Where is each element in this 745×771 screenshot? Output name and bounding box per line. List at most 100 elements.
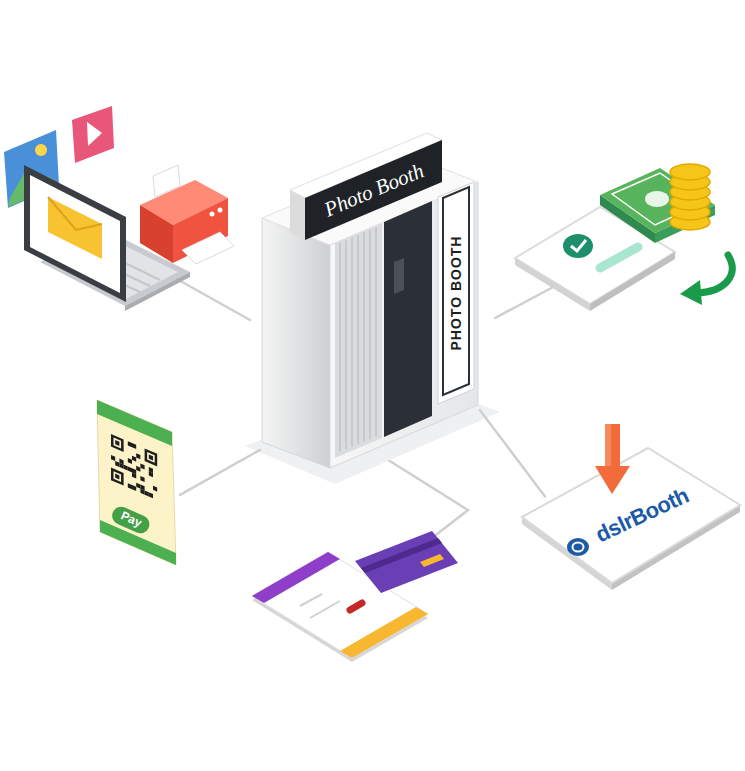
- photo-booth-illustration: [245, 133, 500, 484]
- qr-code: [111, 468, 124, 486]
- leader-lines: [385, 458, 468, 538]
- card-payment-icon: [252, 552, 340, 603]
- qr-code: [111, 434, 124, 452]
- dslrbooth-tablet: dslrBooth: [545, 444, 742, 590]
- qr-code: [149, 471, 153, 477]
- qr-code: [115, 474, 119, 480]
- printer-icon: [210, 212, 215, 217]
- curtain-fold: [375, 227, 377, 436]
- curtain-folds: [340, 227, 376, 451]
- download-arrow-icon: [595, 466, 630, 494]
- video-icon: [87, 122, 102, 146]
- card-payment-icon: [252, 531, 458, 662]
- card-payment-icon: [340, 607, 428, 658]
- phone-payment-icon: [600, 247, 638, 268]
- qr-code: [132, 485, 136, 491]
- laptop-icon: [30, 175, 120, 293]
- qr-code: [114, 471, 122, 482]
- qr-code: [145, 448, 158, 466]
- qr-code: [132, 456, 136, 462]
- qr-code: [140, 489, 144, 495]
- return-arrow-icon: [696, 255, 732, 293]
- laptop-icon: [24, 165, 190, 311]
- photo-booth-illustration: [262, 218, 330, 468]
- booth-panel-text: PHOTO BOOTH: [448, 236, 464, 351]
- photo-booth-illustration: [384, 201, 432, 437]
- qr-code: [119, 463, 123, 469]
- phone-payment-icon: [515, 258, 590, 311]
- money-stack-icon: [600, 164, 715, 243]
- qr-code: [149, 454, 153, 460]
- photo-booth-illustration: [290, 190, 305, 240]
- card-face: [97, 400, 176, 565]
- qr-code: [136, 453, 140, 459]
- qr-code: [128, 441, 132, 447]
- qr-code: [128, 466, 132, 472]
- curtain-fold: [339, 243, 341, 452]
- qr-code: [136, 466, 140, 472]
- qr-code: [115, 440, 119, 446]
- qr-code: [114, 438, 122, 449]
- qr-code: [153, 486, 157, 492]
- laptop-icon: [48, 197, 102, 259]
- leader-lines: [495, 286, 555, 318]
- phone-payment-icon: [590, 252, 675, 311]
- photo-booth-illustration: [335, 223, 382, 458]
- card-payment-icon: [355, 531, 458, 593]
- qr-code: [124, 465, 128, 471]
- printer-icon: [140, 205, 173, 263]
- connector-line: [480, 410, 545, 496]
- video-icon: [72, 106, 114, 163]
- download-arrow-icon: [605, 424, 620, 468]
- node-outline: [94, 396, 180, 568]
- card-payment-icon: [361, 538, 442, 573]
- photo-booth: Photo BoothPHOTO BOOTH: [260, 112, 480, 464]
- video-icon: [72, 106, 114, 163]
- qr-code: [145, 490, 149, 496]
- card-payment-icon: [420, 554, 444, 567]
- phone-payment-icon: [563, 234, 593, 258]
- qr-code: [136, 483, 140, 489]
- curtain-fold: [363, 233, 365, 442]
- booth-sign-text: Photo Booth: [320, 158, 427, 221]
- qr-code: [128, 483, 132, 489]
- printer-icon: [140, 165, 234, 264]
- download-arrow-icon: [605, 424, 611, 468]
- money-stack-icon: [670, 164, 710, 180]
- printer-icon: [218, 208, 223, 213]
- connector-line: [180, 450, 260, 495]
- money-stack-icon: [645, 191, 669, 207]
- qr-pay-card: Pay: [94, 396, 180, 568]
- download-arrow-icon: [595, 424, 630, 494]
- qr-code: [147, 452, 155, 463]
- curtain-fold: [357, 235, 359, 444]
- card-band: [97, 400, 172, 446]
- return-arrow-icon: [680, 280, 702, 305]
- logo-camera-icon: [567, 538, 589, 556]
- card-payment-icon: [310, 601, 340, 618]
- qr-code: [111, 434, 157, 500]
- laptop-icon: [125, 272, 190, 311]
- photo-booth-illustration: [305, 140, 442, 240]
- logo-camera-icon: [567, 538, 589, 556]
- qr-code: [115, 461, 119, 467]
- card-payment-icon: [300, 594, 340, 618]
- qr-code: [111, 455, 115, 461]
- image-icon: [35, 144, 47, 156]
- printer-icon: [182, 232, 234, 264]
- curtain-fold: [369, 230, 371, 439]
- money-stack-icon: [670, 164, 710, 230]
- laptop-icon: [24, 165, 126, 302]
- qr-code: [140, 463, 144, 469]
- photo-booth-illustration: [443, 187, 469, 395]
- card-payment-icon: [350, 603, 362, 610]
- curtain-fold: [345, 240, 347, 449]
- qr-code: [132, 472, 136, 478]
- laptop-icon: [48, 197, 102, 230]
- qr-code: [149, 492, 153, 498]
- leader-lines: [175, 278, 250, 320]
- photo-booth-illustration: [394, 258, 404, 294]
